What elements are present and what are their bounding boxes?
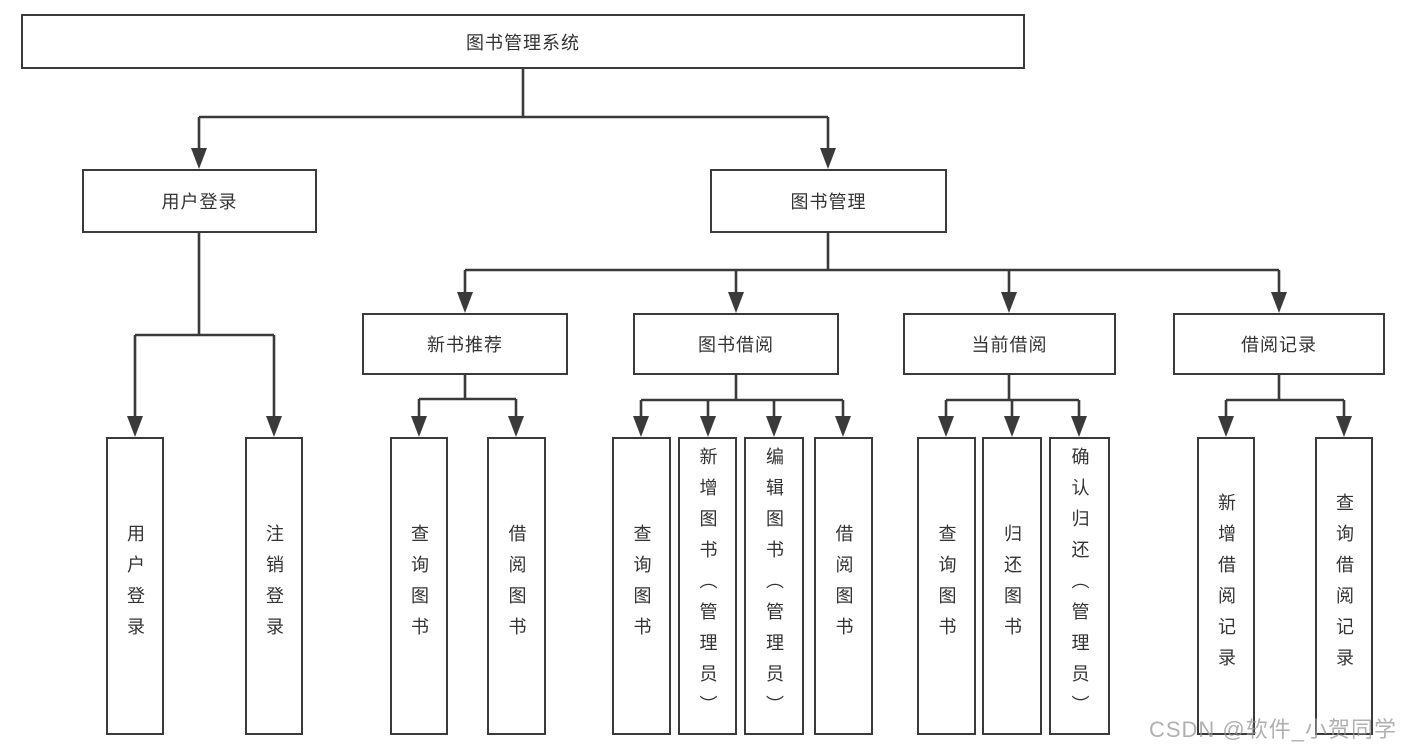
csdn-watermark: CSDN @软件_小贺同学 [1148, 717, 1397, 742]
leaf-label: 归还图书 [1002, 524, 1022, 648]
leaf-borrow-books: 借阅图书 [814, 437, 873, 735]
leaf-label: 借阅图书 [506, 524, 527, 648]
node-new-book-recommend: 新书推荐 [362, 313, 568, 375]
leaf-label: 确认归还（管理员） [1069, 446, 1090, 726]
node-user-login: 用户登录 [82, 169, 317, 233]
node-current-borrow: 当前借阅 [903, 313, 1116, 375]
leaf-logout: 注销登录 [245, 437, 303, 735]
leaf-label: 编辑图书（管理员） [764, 446, 784, 726]
leaf-confirm-return-admin: 确认归还（管理员） [1049, 437, 1110, 735]
connector-userlogin-to-leaves [127, 233, 282, 437]
leaf-add-borrow-record: 新增借阅记录 [1197, 437, 1255, 735]
leaf-label: 查询借阅记录 [1334, 493, 1354, 679]
leaf-label: 新增借阅记录 [1216, 493, 1236, 679]
node-borrow-records: 借阅记录 [1173, 313, 1385, 375]
leaf-borrow-books-recommend: 借阅图书 [487, 437, 546, 735]
leaf-query-borrow-record: 查询借阅记录 [1315, 437, 1373, 735]
leaf-label: 查询图书 [409, 524, 429, 648]
leaf-label: 查询图书 [631, 524, 652, 648]
connector-currentborrow-to-leaves [938, 375, 1087, 437]
leaf-label: 新增图书（管理员） [697, 446, 718, 726]
leaf-label: 借阅图书 [833, 524, 854, 648]
connector-root-to-level2 [191, 69, 836, 169]
leaf-edit-book-admin: 编辑图书（管理员） [744, 437, 804, 735]
leaf-label: 用户登录 [125, 524, 145, 648]
connector-bookmgmt-to-level3 [457, 233, 1287, 313]
node-library-management-system: 图书管理系统 [21, 14, 1025, 69]
connector-records-to-leaves [1218, 375, 1352, 437]
leaf-add-book-admin: 新增图书（管理员） [678, 437, 737, 735]
node-book-borrow: 图书借阅 [633, 313, 839, 375]
leaf-user-login: 用户登录 [106, 437, 164, 735]
leaf-query-books-recommend: 查询图书 [390, 437, 448, 735]
leaf-label: 查询图书 [936, 524, 957, 648]
leaf-label: 注销登录 [264, 524, 284, 648]
connector-bookborrow-to-leaves [633, 375, 851, 437]
node-book-management: 图书管理 [710, 169, 947, 233]
leaf-query-books-current: 查询图书 [917, 437, 976, 735]
leaf-return-books: 归还图书 [982, 437, 1042, 735]
connector-newbook-to-leaves [411, 375, 524, 437]
leaf-query-books-borrow: 查询图书 [612, 437, 671, 735]
